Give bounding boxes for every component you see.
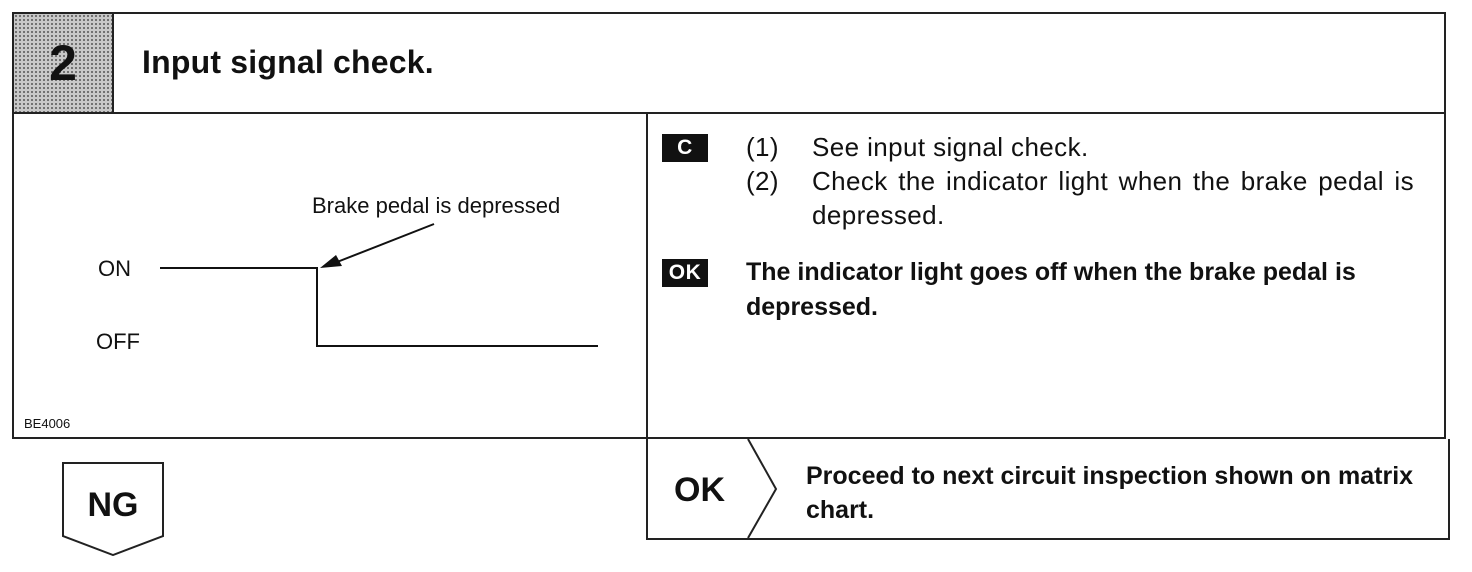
diagram-annotation: Brake pedal is depressed <box>312 193 560 218</box>
step1-number: (1) <box>746 132 779 162</box>
on-label: ON <box>98 256 131 281</box>
ok-result-text: The indicator light goes off when the br… <box>746 258 1356 321</box>
step-title: Input signal check. <box>142 44 434 80</box>
off-label: OFF <box>96 329 140 354</box>
ok-outcome-box: OK Proceed to next circuit inspection sh… <box>646 439 1450 540</box>
ok-outcome-label: OK <box>674 471 725 509</box>
instruction-panel: C (1) See input signal check. (2) Check … <box>648 114 1444 437</box>
ok-chevron-divider <box>747 439 778 538</box>
signal-diagram: Brake pedal is depressed ON OFF <box>96 193 598 354</box>
inspection-frame: 2 Input signal check. Brake pedal is dep… <box>12 12 1446 439</box>
ok-outcome-action: Proceed to next circuit inspection shown… <box>806 462 1414 524</box>
ok-badge: OK <box>662 259 708 287</box>
step2-number: (2) <box>746 166 779 196</box>
step1-text: See input signal check. <box>812 132 1089 162</box>
step-header: 2 Input signal check. <box>14 14 1444 114</box>
step-number: 2 <box>49 35 77 91</box>
ng-arrow-shape <box>62 462 164 556</box>
figure-id: BE4006 <box>24 416 71 431</box>
annotation-leader-line <box>331 223 435 265</box>
step2-text: Check the indicator light when the brake… <box>812 166 1414 230</box>
check-badge: C <box>662 134 708 162</box>
signal-diagram-panel: Brake pedal is depressed ON OFF BE4006 <box>14 114 648 437</box>
annotation-arrowhead <box>320 255 342 268</box>
ng-label: NG <box>87 486 139 524</box>
signal-waveform <box>160 267 598 347</box>
step-number-box: 2 <box>14 14 114 112</box>
